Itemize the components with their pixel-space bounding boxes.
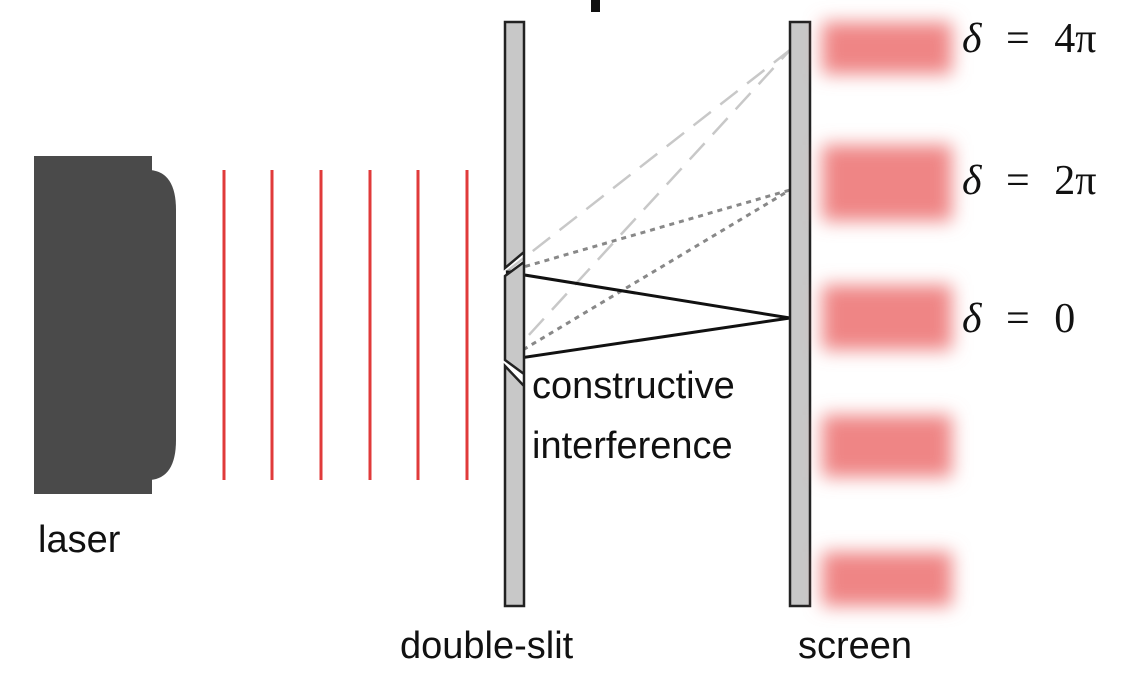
screen-bar bbox=[788, 20, 812, 608]
ray-solid-lower bbox=[505, 316, 791, 362]
clipped-glyph-fragment bbox=[591, 0, 600, 12]
wavefront-group bbox=[222, 170, 469, 480]
laser-aperture bbox=[150, 170, 176, 480]
constructive-label-line2: interference bbox=[532, 425, 733, 467]
ray-dashed-lower bbox=[505, 49, 791, 361]
fringe-band bbox=[822, 22, 952, 74]
laser-body bbox=[34, 156, 152, 494]
ray-dotted-upper bbox=[505, 188, 791, 274]
ray-dotted-lower bbox=[505, 188, 791, 362]
ray-dashed-upper bbox=[505, 49, 791, 273]
fringe-band bbox=[822, 552, 952, 606]
constructive-label-line1: constructive bbox=[532, 365, 735, 407]
fringe-band bbox=[822, 415, 952, 477]
ray-solid-upper bbox=[505, 270, 791, 320]
fringe-band bbox=[822, 145, 952, 221]
fringe-pattern bbox=[822, 22, 952, 606]
rays-to-2pi bbox=[505, 188, 791, 362]
laser-label: laser bbox=[38, 519, 121, 561]
fringe-band bbox=[822, 285, 952, 350]
laser-icon bbox=[34, 156, 176, 494]
rays-to-zero bbox=[505, 270, 791, 362]
rays-to-4pi bbox=[505, 49, 791, 361]
fringe-label-zero: δ = 0 bbox=[962, 296, 1075, 342]
double-slit-barrier bbox=[503, 20, 526, 608]
fringe-label-4pi: δ = 4π bbox=[962, 16, 1096, 62]
fringe-label-2pi: δ = 2π bbox=[962, 158, 1096, 204]
double-slit-label: double-slit bbox=[400, 625, 574, 667]
screen-label: screen bbox=[798, 625, 912, 667]
